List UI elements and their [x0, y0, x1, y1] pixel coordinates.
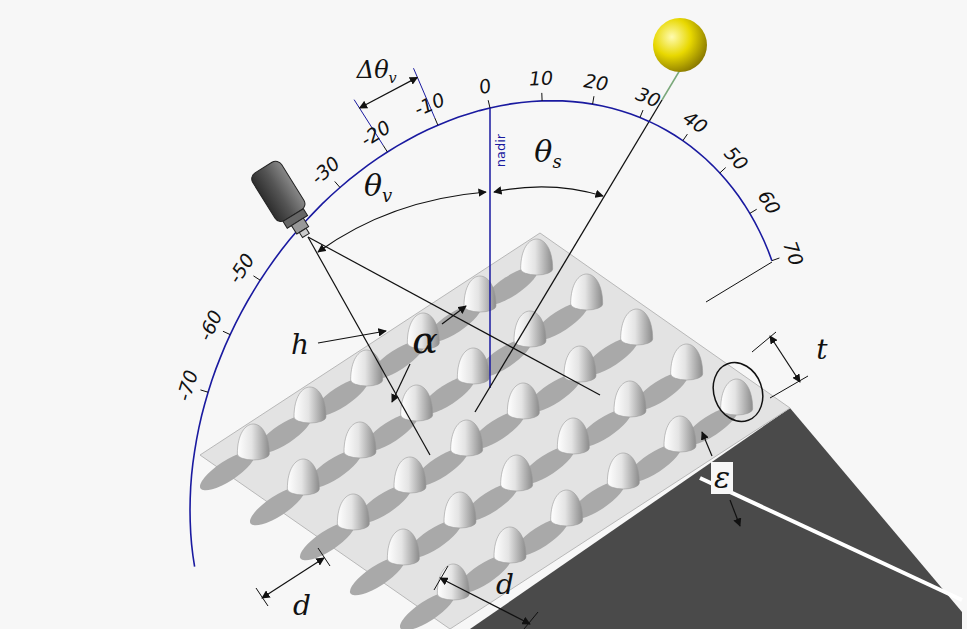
ellipsoid [464, 276, 496, 312]
ellipsoid [351, 350, 383, 386]
ellipsoid [337, 494, 369, 530]
ellipsoid [614, 381, 646, 417]
ellipsoid [444, 492, 476, 528]
ellipsoid [387, 529, 419, 565]
dimension-label: d [496, 571, 514, 599]
angle-label: ε [711, 462, 733, 494]
sloped-plane [200, 233, 790, 629]
ellipsoid [671, 344, 703, 380]
ellipsoid [394, 457, 426, 493]
angle-label: α [412, 321, 438, 359]
dimension-line [262, 558, 324, 598]
ellipsoid [294, 387, 326, 423]
epsilon-arrow [730, 500, 740, 526]
scale-tick [541, 93, 542, 101]
ellipsoid [401, 385, 433, 421]
ellipsoid [571, 274, 603, 310]
ellipsoid [557, 418, 589, 454]
scale-tick [223, 331, 230, 334]
scale-tick [435, 118, 438, 125]
ellipsoid [514, 311, 546, 347]
ellipsoid [237, 424, 269, 460]
dimension-line [440, 578, 530, 624]
view-ray [308, 237, 600, 395]
scale-number: 10 [529, 69, 554, 89]
ellipsoid [457, 348, 489, 384]
angle-scale [190, 68, 779, 566]
ground-line [700, 478, 962, 600]
ellipsoid [501, 455, 533, 491]
scale-tick [383, 145, 387, 152]
ellipsoid [437, 564, 469, 600]
ellipsoid [551, 490, 583, 526]
scale-number: 20 [583, 71, 610, 94]
dimension-label: h [291, 331, 309, 359]
dimension-label: t [816, 336, 827, 364]
scale-tick [640, 110, 643, 117]
scale-arc [190, 101, 772, 567]
angle-label: θv [364, 171, 392, 201]
sun-angle-arc [494, 187, 603, 196]
sun-ray [662, 70, 680, 100]
ellipsoid [507, 383, 539, 419]
angle-label: θs [534, 137, 561, 167]
ellipsoid [521, 239, 553, 275]
dimension-line [770, 336, 800, 382]
epsilon-arrow [702, 432, 712, 456]
extension-line [256, 588, 268, 606]
scale-number: 50 [721, 143, 751, 174]
extension-line [318, 548, 330, 566]
ellipsoid [564, 346, 596, 382]
scale-number: 0 [477, 76, 493, 97]
alpha-arrow [442, 306, 466, 324]
angle-label: Δθv [357, 58, 397, 82]
scale-end-line [706, 262, 772, 302]
ellipsoid [344, 422, 376, 458]
scale-number: 40 [680, 108, 711, 137]
ellipsoids [237, 239, 752, 600]
scale-tick [488, 100, 490, 108]
view-angle-arc [318, 192, 486, 252]
ellipsoid [721, 379, 753, 415]
ellipsoid [621, 309, 653, 345]
ellipsoid [451, 420, 483, 456]
shadows [195, 260, 743, 629]
ellipsoid [287, 459, 319, 495]
scale-number: -70 [173, 368, 200, 403]
leader-line [318, 331, 386, 343]
scale-tick [335, 181, 340, 187]
scale-tick [593, 96, 594, 104]
scale-number: 70 [780, 239, 806, 268]
extension-line [770, 376, 808, 398]
scale-number: -10 [411, 90, 447, 120]
scale-number: -50 [225, 250, 258, 286]
axis-label: nadir [494, 133, 507, 166]
alpha-arrow [392, 364, 410, 402]
scale-number: 60 [754, 187, 783, 217]
scale-tick [253, 276, 260, 280]
scale-number: -30 [308, 154, 344, 189]
scale-tick [750, 209, 757, 213]
scale-tick [772, 258, 780, 261]
extension-line [524, 612, 538, 629]
scale-number: -60 [195, 307, 225, 343]
scale-tick [720, 168, 726, 173]
scale-number: -20 [357, 117, 393, 150]
sun-ray [475, 100, 662, 412]
ellipsoid [494, 527, 526, 563]
ellipsoid [664, 416, 696, 452]
extension-line [752, 332, 776, 352]
cross-section [705, 356, 771, 429]
sun [653, 18, 707, 72]
nadir-line [489, 108, 491, 388]
extension-line [434, 566, 448, 590]
scale-tick [200, 390, 208, 392]
dimension-label: d [293, 592, 311, 620]
scale-tick [683, 134, 688, 141]
ellipsoid [607, 453, 639, 489]
